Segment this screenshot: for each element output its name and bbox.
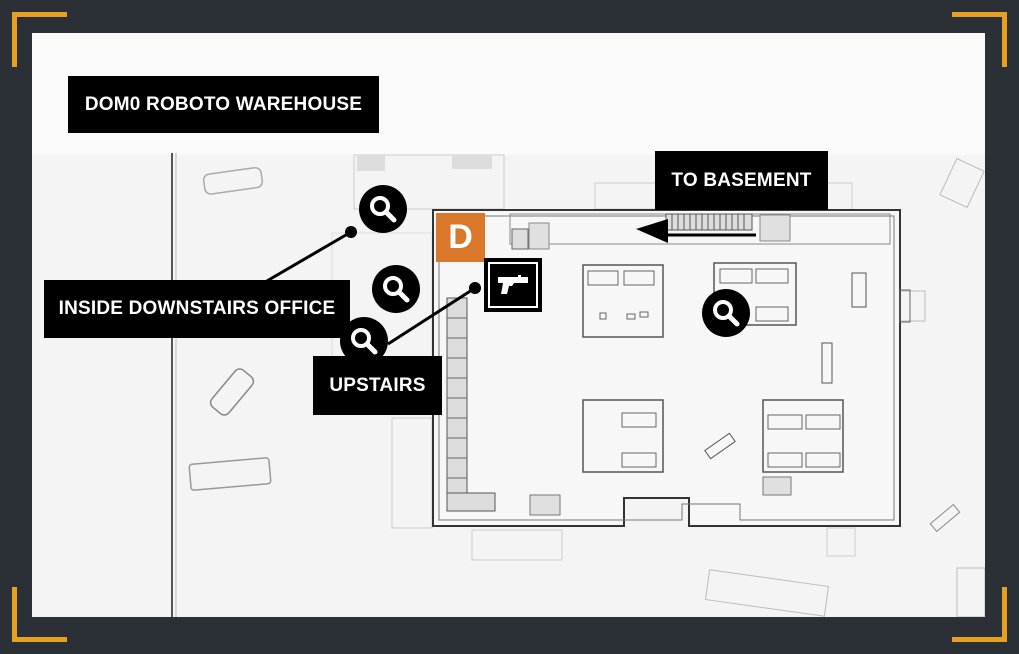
door-marker[interactable]: D bbox=[436, 213, 485, 262]
search-icon-warehouse-floor[interactable] bbox=[702, 289, 750, 337]
corner-bracket-bottom-right bbox=[952, 587, 1007, 642]
callout-connectors bbox=[259, 226, 481, 346]
search-icon-downstairs-office[interactable] bbox=[359, 185, 407, 233]
pistol-icon[interactable] bbox=[484, 258, 542, 312]
search-icon-office-entrance[interactable] bbox=[372, 265, 420, 313]
map-canvas: DOM0 ROBOTO WAREHOUSE TO BASEMENT INSIDE… bbox=[32, 33, 985, 617]
to-basement-label: TO BASEMENT bbox=[655, 151, 828, 210]
inside-downstairs-office-label: INSIDE DOWNSTAIRS OFFICE bbox=[44, 280, 350, 338]
corner-bracket-bottom-left bbox=[12, 587, 67, 642]
warehouse-floorplan bbox=[32, 33, 985, 617]
corner-bracket-top-left bbox=[12, 12, 67, 67]
corner-bracket-top-right bbox=[952, 12, 1007, 67]
map-title: DOM0 ROBOTO WAREHOUSE bbox=[68, 76, 379, 133]
upstairs-label: UPSTAIRS bbox=[313, 356, 442, 415]
search-icon-upstairs[interactable] bbox=[340, 317, 388, 365]
